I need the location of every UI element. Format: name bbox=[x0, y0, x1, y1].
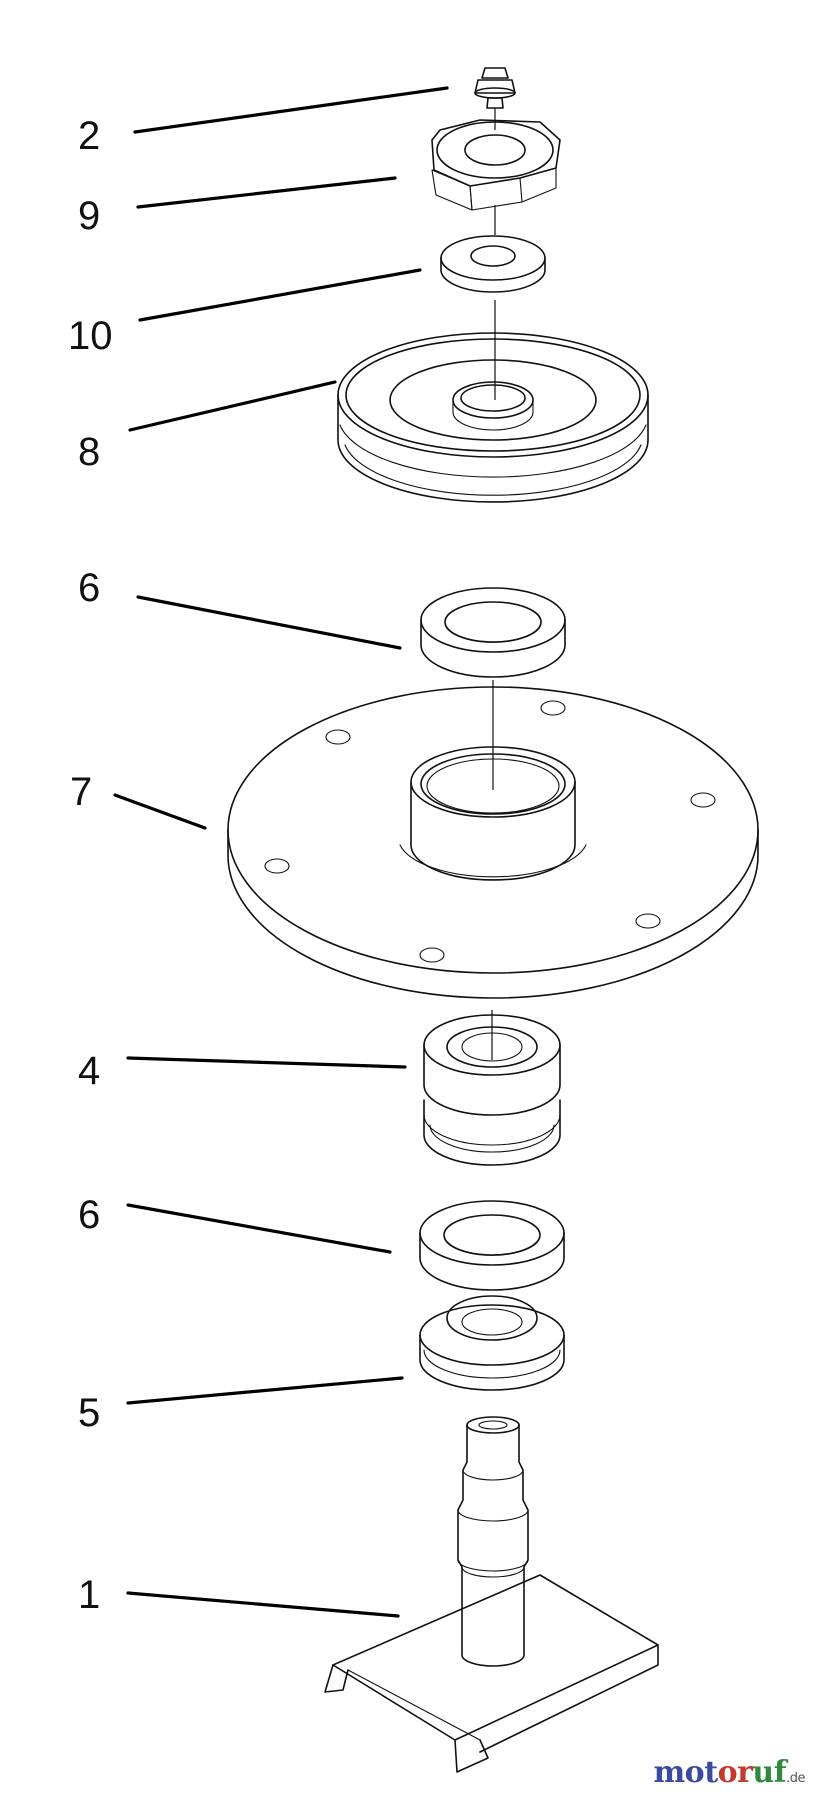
part-bearing-cup-lower bbox=[419, 1200, 565, 1291]
leader-lines bbox=[113, 86, 449, 1618]
callout-label-7: 7 bbox=[70, 770, 93, 814]
callout-label-2: 2 bbox=[78, 114, 101, 158]
part-seal bbox=[419, 1295, 565, 1391]
part-bearing-cup-upper bbox=[420, 587, 566, 678]
part-pulley bbox=[337, 332, 649, 503]
part-grease-fitting bbox=[474, 67, 516, 109]
watermark-logo: motoruf.de bbox=[653, 1755, 805, 1790]
callout-label-8: 8 bbox=[78, 430, 101, 474]
callout-label-1: 1 bbox=[78, 1573, 101, 1617]
part-housing-plate bbox=[227, 686, 759, 999]
part-washer bbox=[440, 235, 546, 293]
callout-label-6-upper: 6 bbox=[78, 566, 101, 610]
callout-label-4: 4 bbox=[78, 1049, 101, 1093]
part-bearing bbox=[423, 1014, 561, 1166]
center-axis bbox=[491, 108, 496, 1060]
callout-label-5: 5 bbox=[78, 1391, 101, 1435]
callout-label-10: 10 bbox=[68, 314, 113, 358]
part-spindle-shaft bbox=[324, 1416, 659, 1773]
callout-label-6-lower: 6 bbox=[78, 1193, 101, 1237]
callout-label-9: 9 bbox=[78, 194, 101, 238]
part-hex-nut bbox=[431, 119, 561, 211]
